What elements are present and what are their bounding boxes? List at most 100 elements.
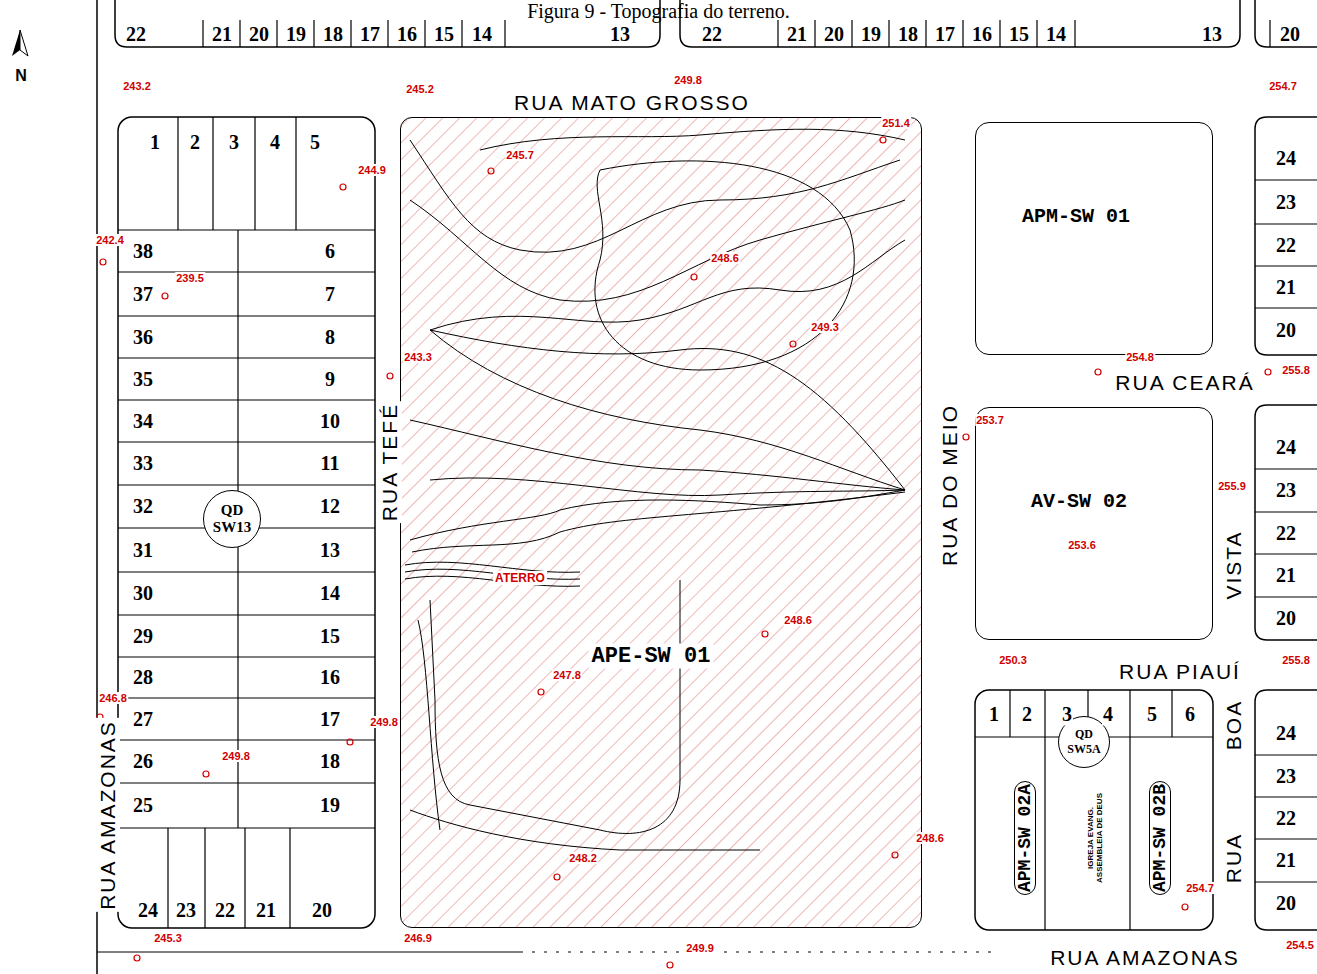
lot-name: APM-SW 02A <box>1014 781 1036 895</box>
lot-number: 13 <box>1201 23 1223 46</box>
lot-number: 23 <box>1275 191 1297 214</box>
street-name: RUA TEFÉ <box>378 401 402 523</box>
north-label: N <box>15 67 27 85</box>
elevation-points <box>880 137 886 143</box>
elevation-label: 251.4 <box>881 117 911 129</box>
elevation-label: 242.4 <box>95 234 125 246</box>
lot-number: 5 <box>1146 703 1158 726</box>
elevation-label: 253.6 <box>1067 539 1097 551</box>
elevation-points <box>667 962 673 968</box>
elevation-label: 254.7 <box>1268 80 1298 92</box>
street-name: BOA <box>1222 698 1246 752</box>
street-name: RUA MATO GROSSO <box>512 91 752 115</box>
lot-number: 28 <box>132 666 154 689</box>
lot-lines <box>778 20 1270 47</box>
lot-number: 12 <box>319 495 341 518</box>
elevation-points <box>340 184 346 190</box>
elevation-points <box>387 373 393 379</box>
street-name: RUA CEARÁ <box>1113 371 1256 395</box>
lot-number: 20 <box>1279 23 1301 46</box>
lot-lines <box>168 828 290 928</box>
lot-number: 24 <box>1275 436 1297 459</box>
lot-number: 31 <box>132 539 154 562</box>
lot-number: 35 <box>132 368 154 391</box>
block-outlines <box>1255 405 1317 640</box>
lot-number: 15 <box>1008 23 1030 46</box>
lot-number: 14 <box>319 582 341 605</box>
elevation-label: 254.8 <box>1125 351 1155 363</box>
lot-lines <box>118 117 375 828</box>
elevation-points <box>1095 369 1101 375</box>
lot-number: 32 <box>132 495 154 518</box>
contour-lines <box>430 240 905 330</box>
lot-number: 20 <box>248 23 270 46</box>
area-block: APM-SW 01 <box>975 122 1213 355</box>
lot-number: 36 <box>132 326 154 349</box>
contour-lines <box>430 580 680 833</box>
street-name: RUA AMAZONAS <box>96 718 120 912</box>
lot-number: 23 <box>175 899 197 922</box>
contour-lines <box>418 620 440 830</box>
lot-number: 6 <box>1184 703 1196 726</box>
lot-number: 6 <box>324 240 336 263</box>
block-outlines <box>1255 690 1317 930</box>
lot-lines <box>1255 755 1317 882</box>
elevation-label: 253.7 <box>975 414 1005 426</box>
lot-number: 24 <box>137 899 159 922</box>
elevation-label: 255.8 <box>1281 654 1311 666</box>
elevation-label: 247.8 <box>552 669 582 681</box>
block-outlines <box>520 952 1000 953</box>
contour-lines <box>410 140 900 252</box>
lot-number: 13 <box>609 23 631 46</box>
lot-number: 21 <box>1275 276 1297 299</box>
elevation-label: 245.3 <box>153 932 183 944</box>
elevation-label: 239.5 <box>175 272 205 284</box>
contour-lines <box>595 161 854 370</box>
lot-lines <box>975 690 1213 930</box>
elevation-label: 246.9 <box>403 932 433 944</box>
lot-number: 22 <box>214 899 236 922</box>
lot-number: 14 <box>471 23 493 46</box>
lot-number: 21 <box>211 23 233 46</box>
street-name: RUA PIAUÍ <box>1117 660 1243 684</box>
contour-lines <box>480 129 905 150</box>
lot-number: 22 <box>125 23 147 46</box>
elevation-label: 244.9 <box>357 164 387 176</box>
elevation-label: 249.8 <box>369 716 399 728</box>
lot-number: 15 <box>433 23 455 46</box>
elevation-points <box>762 631 768 637</box>
lot-number: 5 <box>309 131 321 154</box>
lot-number: 9 <box>324 368 336 391</box>
block-name: QD SW13 <box>213 502 251 536</box>
lot-number: 23 <box>1275 479 1297 502</box>
elevation-label: 248.6 <box>710 252 740 264</box>
lot-number: 21 <box>786 23 808 46</box>
lot-number: 22 <box>1275 522 1297 545</box>
block-outlines <box>118 117 375 928</box>
lot-number: 37 <box>132 283 154 306</box>
north-arrow <box>20 30 28 56</box>
lot-lines <box>118 272 375 828</box>
elevation-label: 255.8 <box>1281 364 1311 376</box>
lot-number: 8 <box>324 326 336 349</box>
elevation-points <box>347 739 353 745</box>
contour-lines <box>405 129 905 850</box>
elevation-label: 255.9 <box>1217 480 1247 492</box>
fill-note: ATERRO <box>493 571 547 585</box>
elevation-points <box>488 168 494 174</box>
elevation-label: 243.2 <box>122 80 152 92</box>
block-circle: QD SW13 <box>203 490 261 548</box>
elevation-points <box>1182 904 1188 910</box>
lot-number: 22 <box>701 23 723 46</box>
street-name: VISTA <box>1222 528 1246 601</box>
lot-lines <box>118 20 1317 930</box>
lot-number: 21 <box>1275 564 1297 587</box>
elevation-points <box>538 689 544 695</box>
elevation-label: 254.7 <box>1185 882 1215 894</box>
lot-number: 20 <box>1275 319 1297 342</box>
lot-number: 22 <box>1275 234 1297 257</box>
elevation-label: 243.3 <box>403 351 433 363</box>
elevation-label: 249.8 <box>673 74 703 86</box>
block-outlines <box>1255 117 1317 355</box>
